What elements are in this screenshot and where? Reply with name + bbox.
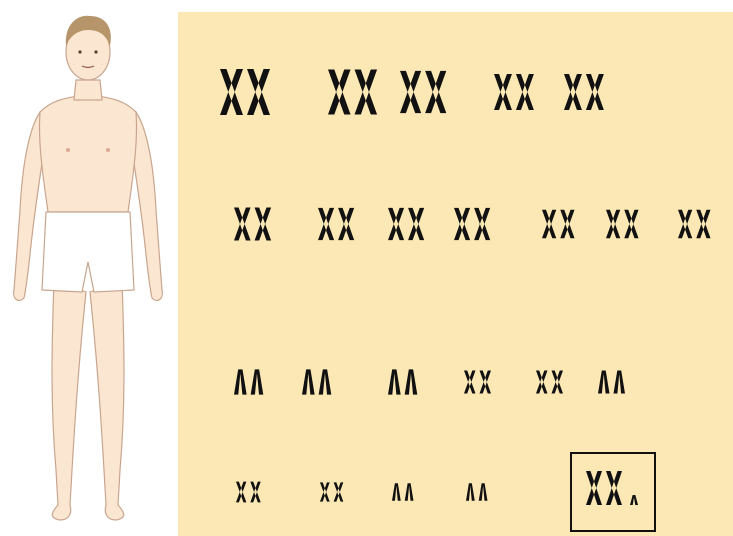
chromosome-pair-icon — [464, 371, 491, 394]
chromosome-pair-icon — [494, 74, 534, 110]
chromosome-pair-icon — [388, 208, 424, 240]
underwear-icon — [42, 212, 134, 292]
male-body-figure — [0, 0, 178, 536]
karyotype-panel — [178, 12, 733, 536]
chromosome-pair-icon — [220, 69, 270, 115]
chromosome-pair-icon — [234, 207, 271, 240]
chromosome-pair-icon — [466, 483, 487, 500]
chromosome-pair-icon — [320, 482, 343, 501]
chromosome-pair-icon — [606, 210, 639, 239]
chromosome-pair-icon — [236, 482, 261, 503]
chromosome-pair-icon — [598, 371, 625, 394]
sex-chromosome-box — [570, 452, 656, 532]
chromosome-pair-icon — [400, 71, 446, 113]
chromosome-pair-icon — [392, 483, 413, 500]
chromosome-pair-icon — [542, 210, 575, 239]
chromosome-pair-icon — [328, 69, 377, 114]
chromosome-pair-icon — [234, 369, 263, 394]
chromosome-pair-icon — [678, 210, 711, 239]
male-figure-icon — [14, 24, 163, 520]
chromosome-pair-icon — [564, 74, 604, 110]
chromosome-pair-icon — [536, 371, 563, 394]
chromosome-pair-icon — [302, 369, 331, 394]
chromosome-pair-icon — [318, 208, 354, 240]
chromosome-pair-icon — [388, 369, 417, 394]
chromosome-pair-icon — [454, 208, 490, 240]
